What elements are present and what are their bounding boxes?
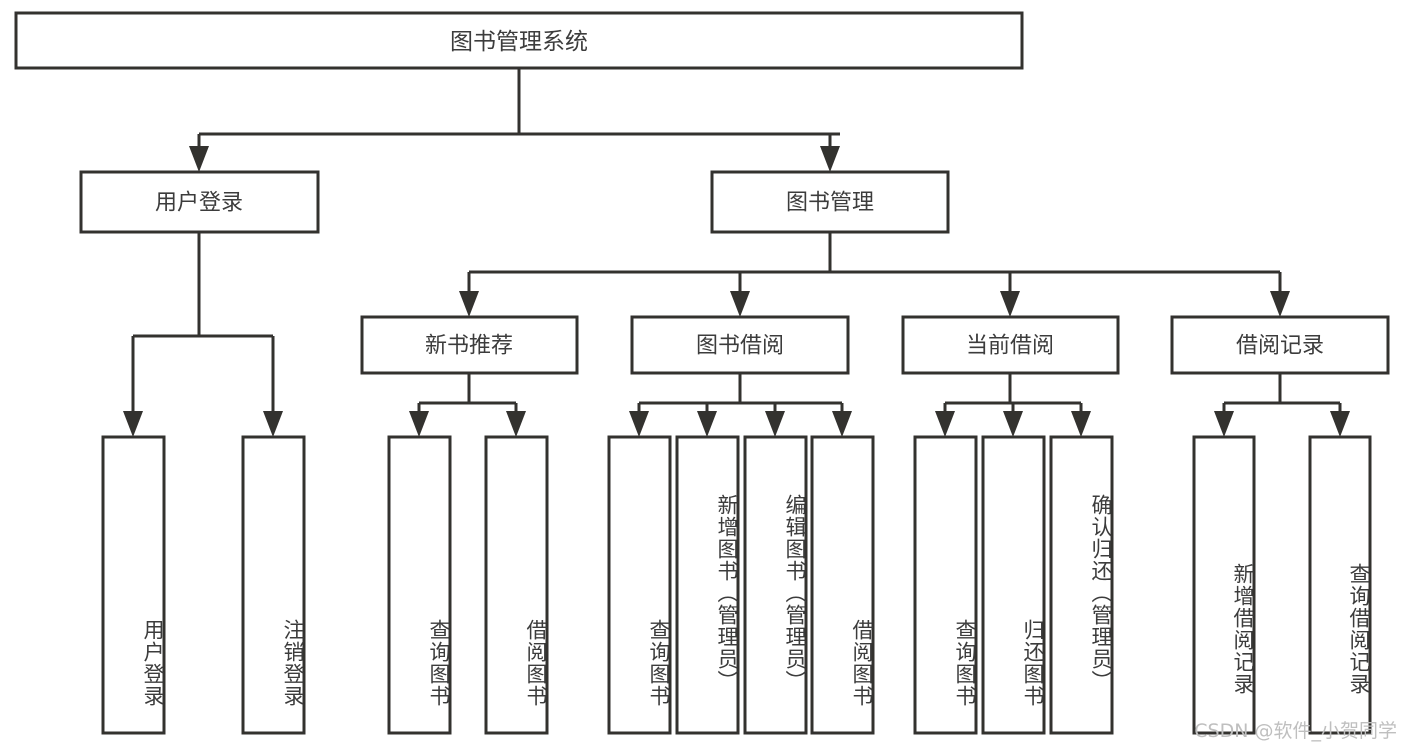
edge-book-manage-bus xyxy=(467,270,1282,294)
node-book-borrow-rect[interactable] xyxy=(630,315,850,375)
node-borrow-record-rect[interactable] xyxy=(1170,315,1390,375)
node-book-borrow-label: 图书借阅 xyxy=(696,334,784,359)
leaf-query-book-2-rect[interactable] xyxy=(607,435,672,735)
node-user-login[interactable]: 用户登录 xyxy=(79,170,320,234)
arrowhead-to-leaf-query-book-2 xyxy=(629,411,649,437)
node-user-login-rect[interactable] xyxy=(79,170,320,234)
leaf-add-record-rect[interactable] xyxy=(1192,435,1256,735)
arrowhead-to-leaf-edit-book xyxy=(765,411,785,437)
leaf-borrow-book-1-rect[interactable] xyxy=(484,435,549,735)
edges-layer xyxy=(123,68,1350,437)
arrowhead-to-leaf-return-book xyxy=(1003,411,1023,437)
arrowhead-to-borrow-record xyxy=(1270,291,1290,317)
node-current-borrow-label: 当前借阅 xyxy=(966,334,1054,359)
node-book-manage-label: 图书管理 xyxy=(786,191,874,216)
arrowhead-to-leaf-query-record xyxy=(1330,411,1350,437)
node-borrow-record[interactable]: 借阅记录 xyxy=(1170,315,1390,375)
leaf-borrow-book-2-rect[interactable] xyxy=(810,435,875,735)
leaf-user-login-rect[interactable] xyxy=(101,435,166,735)
edge-user-login-bus xyxy=(131,334,275,414)
node-book-manage[interactable]: 图书管理 xyxy=(710,170,950,234)
node-root[interactable]: 图书管理系统 xyxy=(14,11,1024,70)
leaf-return-book-rect[interactable] xyxy=(981,435,1046,735)
arrowhead-to-book-borrow xyxy=(730,291,750,317)
leaf-query-record-rect[interactable] xyxy=(1308,435,1372,735)
edge-current-borrow-bus xyxy=(943,401,1083,414)
leaf-confirm-return-rect[interactable] xyxy=(1049,435,1114,735)
arrowhead-to-leaf-borrow-book-1 xyxy=(506,411,526,437)
node-new-book-recommend[interactable]: 新书推荐 xyxy=(360,315,579,375)
leaf-query-book-1-rect[interactable] xyxy=(387,435,452,735)
arrowhead-to-leaf-user-login xyxy=(123,411,143,437)
node-borrow-record-label: 借阅记录 xyxy=(1236,334,1324,359)
edge-book-borrow-bus xyxy=(637,401,844,414)
node-new-book-recommend-rect[interactable] xyxy=(360,315,579,375)
arrowhead-to-current-borrow xyxy=(1000,291,1020,317)
watermark: CSDN @软件_小贺同学 xyxy=(1194,720,1397,742)
arrowhead-to-user-login xyxy=(189,146,209,172)
arrowhead-to-new-book-recommend xyxy=(459,291,479,317)
leaf-add-book-rect[interactable] xyxy=(675,435,740,735)
node-new-book-recommend-label: 新书推荐 xyxy=(425,334,513,359)
leaf-user-logout-rect[interactable] xyxy=(241,435,306,735)
node-book-manage-rect[interactable] xyxy=(710,170,950,234)
edge-new-book-recommend-bus xyxy=(417,401,518,414)
node-root-label: 图书管理系统 xyxy=(450,29,588,55)
node-current-borrow-rect[interactable] xyxy=(901,315,1120,375)
arrowhead-to-leaf-query-book-1 xyxy=(409,411,429,437)
edge-root-to-bus xyxy=(197,68,840,148)
arrowhead-to-leaf-add-record xyxy=(1214,411,1234,437)
leaf-query-book-3-rect[interactable] xyxy=(913,435,978,735)
arrowhead-to-book-manage xyxy=(820,146,840,172)
arrowhead-to-leaf-confirm-return xyxy=(1071,411,1091,437)
node-book-borrow[interactable]: 图书借阅 xyxy=(630,315,850,375)
arrowhead-to-leaf-query-book-3 xyxy=(935,411,955,437)
edge-borrow-record-bus xyxy=(1222,401,1342,414)
node-root-rect[interactable] xyxy=(14,11,1024,70)
node-current-borrow[interactable]: 当前借阅 xyxy=(901,315,1120,375)
arrowhead-to-leaf-add-book xyxy=(697,411,717,437)
node-user-login-label: 用户登录 xyxy=(155,191,243,216)
leaf-edit-book-rect[interactable] xyxy=(743,435,808,735)
arrowhead-to-leaf-borrow-book-2 xyxy=(832,411,852,437)
arrowhead-to-leaf-user-logout xyxy=(263,411,283,437)
